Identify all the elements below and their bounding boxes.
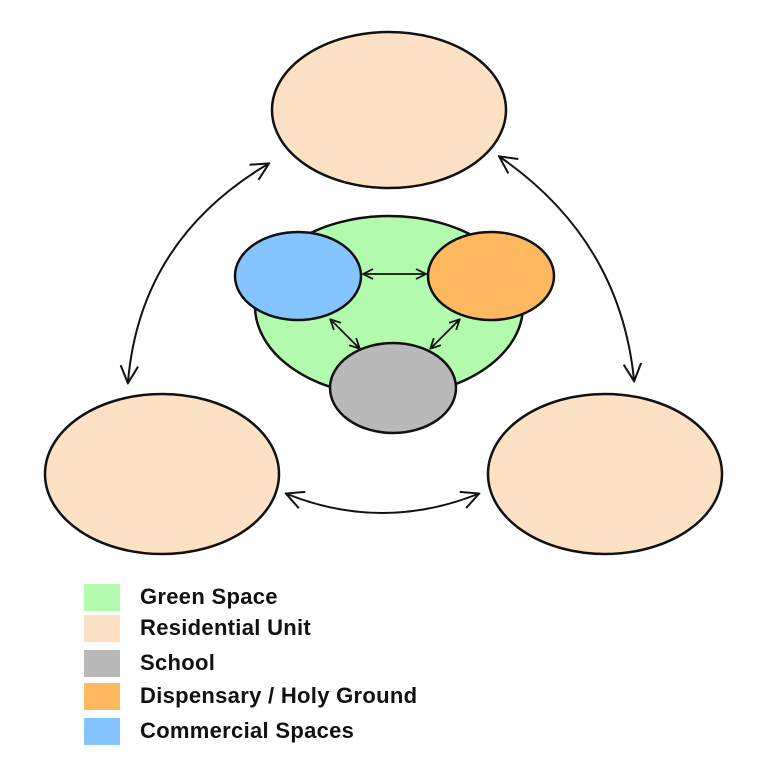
legend-label: Dispensary / Holy Ground — [140, 683, 418, 708]
school — [328, 341, 458, 435]
legend-label: Commercial Spaces — [140, 718, 355, 743]
arrow-left-right — [287, 494, 478, 514]
residential-unit-right — [486, 392, 724, 556]
legend-swatch-green-space — [84, 584, 120, 611]
arrow-commercial-school — [331, 320, 359, 348]
commercial-space — [233, 230, 363, 322]
legend-swatch-school — [84, 650, 120, 677]
arrow-top-right — [500, 157, 634, 380]
arrow-top-left — [128, 164, 268, 382]
residential-unit-top — [270, 30, 508, 190]
arrow-dispensary-school — [431, 320, 459, 348]
legend-swatch-commercial-spaces — [84, 718, 120, 745]
legend-label: School — [140, 650, 216, 675]
legend-label: Green Space — [140, 584, 278, 609]
legend-label: Residential Unit — [140, 615, 312, 640]
dispensary-holy-ground — [426, 230, 556, 322]
legend-swatch-dispensary — [84, 683, 120, 710]
residential-unit-left — [43, 392, 281, 556]
legend-swatch-residential-unit — [84, 615, 120, 642]
